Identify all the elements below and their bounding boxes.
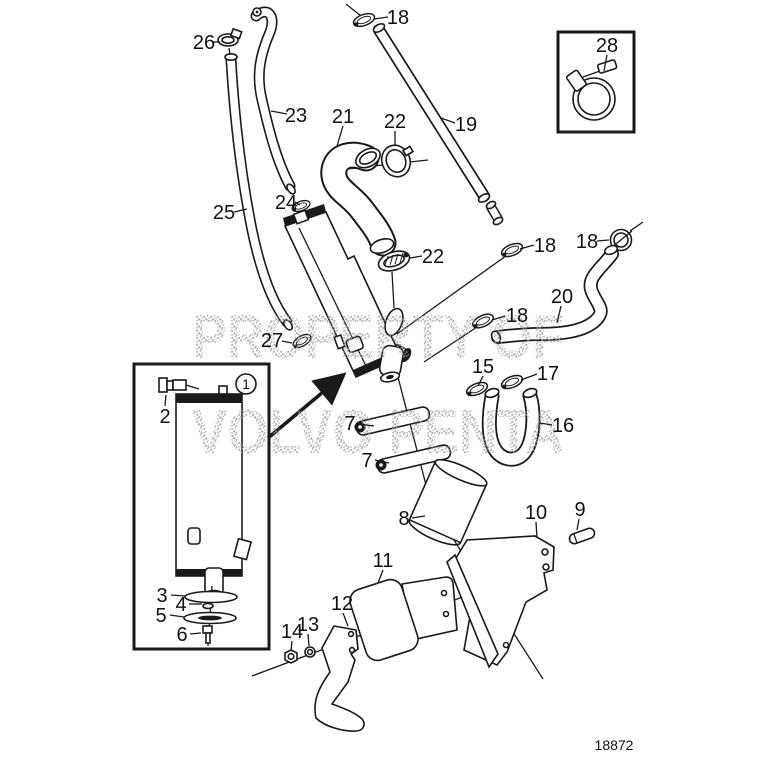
pipe-19: [372, 22, 504, 226]
callout-21: 21: [332, 106, 354, 128]
callout-labels: 26 18 23 21 22 19 28 25 24 22 18 18 20 1…: [155, 7, 618, 646]
callout-18d: 18: [506, 305, 528, 327]
clamp-7b: [375, 444, 452, 474]
hose-23: [250, 6, 296, 195]
callout-18b: 18: [534, 235, 556, 257]
muffler-body: [283, 204, 412, 383]
bracket-10: [446, 535, 555, 669]
callout-18a: 18: [387, 7, 409, 29]
pin-9: [568, 527, 596, 545]
callout-19: 19: [455, 114, 477, 136]
clamp-22b: [377, 250, 411, 272]
callout-17: 17: [537, 363, 559, 385]
inset-box-28: [556, 30, 636, 134]
callout-1: 1: [242, 376, 250, 392]
callout-4: 4: [175, 594, 186, 616]
callout-9: 9: [574, 499, 585, 521]
clamp-18-top-right: [609, 228, 633, 252]
callout-5: 5: [155, 605, 166, 627]
callout-15: 15: [472, 356, 494, 378]
watermark: PROPERTY OF VOLVO PENTA: [192, 303, 564, 467]
watermark-line-1: PROPERTY OF: [192, 303, 564, 372]
callout-2: 2: [159, 406, 170, 428]
callout-24: 24: [275, 192, 297, 214]
hose-25: [224, 52, 294, 331]
callout-25: 25: [213, 202, 235, 224]
callout-23: 23: [285, 105, 307, 127]
drawing-number: 18872: [595, 737, 634, 753]
callout-26: 26: [193, 32, 215, 54]
callout-22a: 22: [384, 111, 406, 133]
clamp-22a: [380, 144, 415, 178]
callout-28: 28: [596, 35, 618, 57]
callout-7b: 7: [361, 450, 372, 472]
inset-box-1: [132, 362, 271, 651]
bracket-pad-11: [349, 576, 458, 662]
callout-13: 13: [297, 614, 319, 636]
callout-3: 3: [156, 585, 167, 607]
callout-22b: 22: [422, 246, 444, 268]
reference-arrow: [266, 372, 347, 440]
callout-7a: 7: [344, 413, 355, 435]
elbow-hose-21: [320, 141, 397, 257]
callout-14: 14: [281, 621, 303, 643]
callout-27: 27: [261, 330, 283, 352]
u-hose-16: [481, 387, 541, 467]
hose-20: [490, 244, 619, 344]
sleeve-8: [408, 458, 488, 546]
callout-6: 6: [176, 624, 187, 646]
callout-18c: 18: [576, 231, 598, 253]
callout-11: 11: [373, 550, 394, 572]
leader-lines: [164, 16, 610, 652]
callout-20: 20: [551, 286, 573, 308]
callout-16: 16: [552, 415, 574, 437]
watermark-line-2: VOLVO PENTA: [192, 398, 564, 467]
callout-12: 12: [331, 593, 353, 615]
callout-10: 10: [525, 502, 547, 524]
clamp-26: [217, 27, 243, 56]
bracket-12: [314, 625, 365, 732]
washer-13: [304, 646, 316, 658]
callout-8: 8: [398, 508, 409, 530]
nut-14: [284, 649, 298, 664]
